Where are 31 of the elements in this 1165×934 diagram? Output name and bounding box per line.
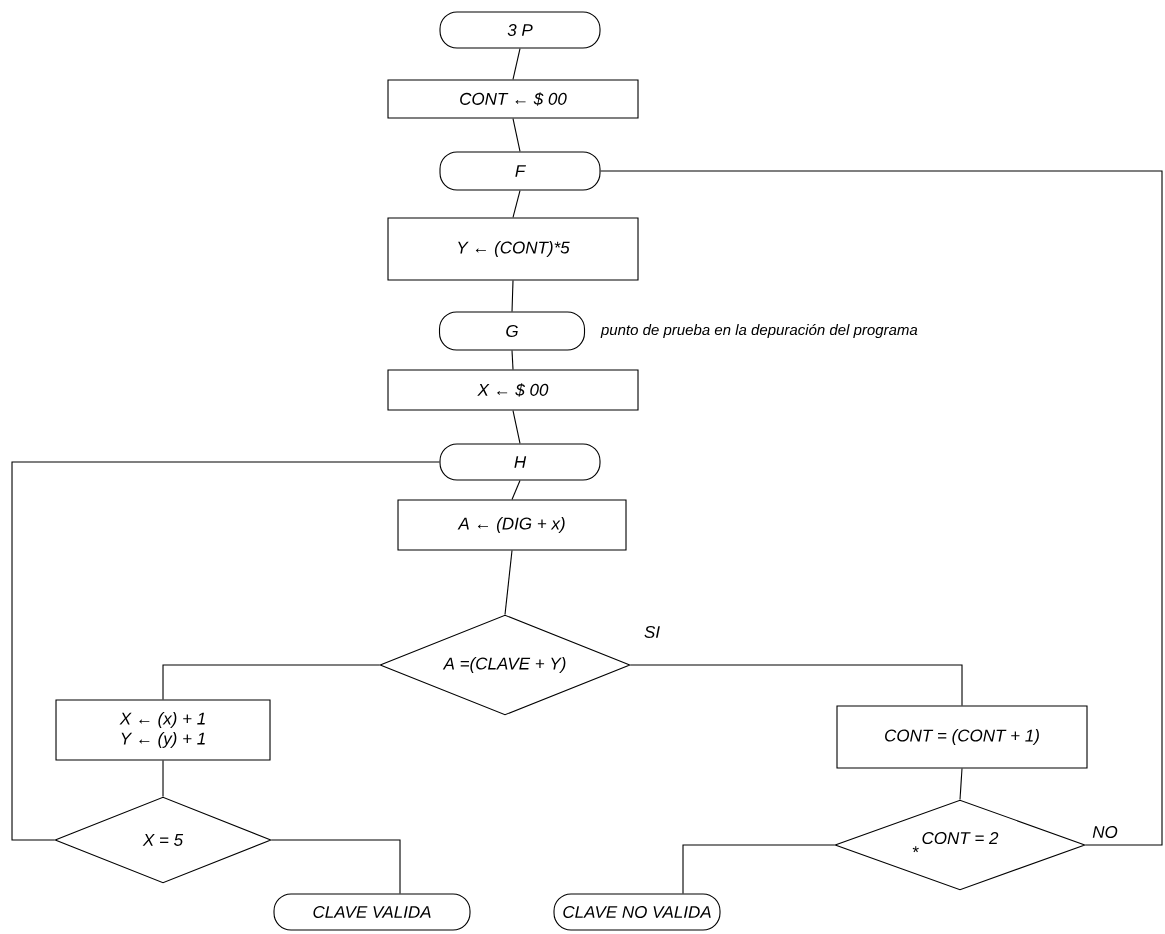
- connector-line: [511, 280, 514, 312]
- connector-line: [11, 461, 440, 841]
- terminal-box: CLAVE NO VALIDA: [553, 893, 721, 931]
- connector-line: [630, 664, 963, 706]
- connector-line: [512, 118, 521, 152]
- terminal-box: CLAVE VALIDA: [273, 893, 471, 931]
- connector-line: [162, 664, 380, 700]
- note-text: punto de prueba en la depuración del programa: [600, 323, 918, 339]
- connector-line: [959, 768, 963, 800]
- process-box: X ← (x) + 1 Y ← (y) + 1: [55, 699, 271, 761]
- connector-line: [512, 190, 521, 218]
- terminal-box: H: [439, 443, 601, 481]
- process-box: CONT ← $ 00: [387, 79, 639, 119]
- process-box: CONT = (CONT + 1): [836, 705, 1088, 769]
- terminal-box: F: [439, 151, 601, 191]
- connector-line: [162, 760, 164, 797]
- connector-line: [511, 480, 521, 500]
- connector-line: [600, 170, 1163, 846]
- connector-line: [512, 48, 521, 80]
- connector-line: [512, 410, 521, 444]
- connector-line: [504, 550, 513, 615]
- process-box: Y ← (CONT)*5: [387, 217, 639, 281]
- connector-line: [271, 839, 401, 894]
- terminal-box: 3 P: [439, 11, 601, 49]
- edge-label: SI: [642, 625, 662, 639]
- process-box: A ← (DIG + x): [397, 499, 627, 551]
- edge-label: NO: [1091, 825, 1119, 839]
- connector-line: [682, 844, 835, 894]
- connector-line: [511, 350, 514, 370]
- process-box: X ← $ 00: [387, 369, 639, 411]
- terminal-box: G: [438, 311, 586, 351]
